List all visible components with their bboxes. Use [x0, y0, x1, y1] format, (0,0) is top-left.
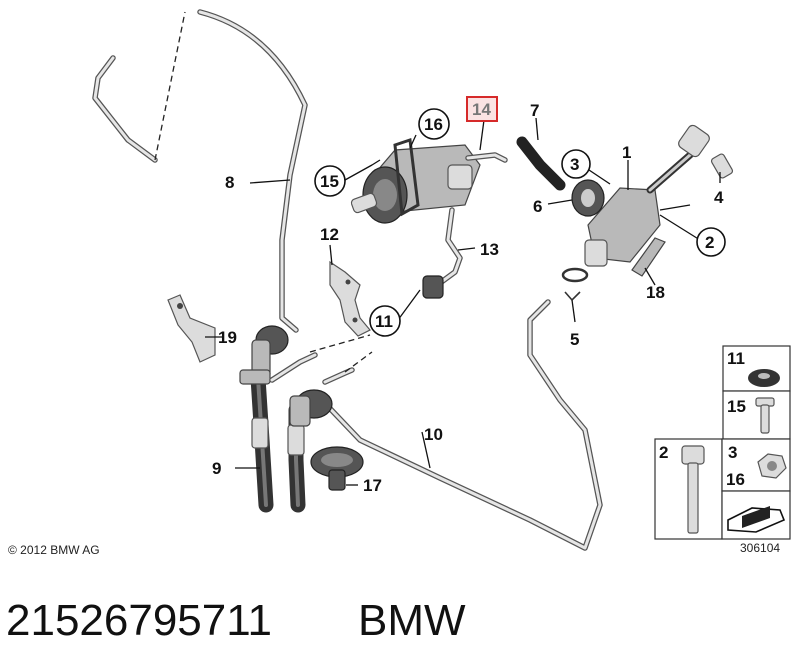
- legend-11: 11: [727, 349, 780, 387]
- svg-text:17: 17: [363, 476, 382, 495]
- svg-text:19: 19: [218, 328, 237, 347]
- pipe-8: [92, 9, 308, 333]
- svg-text:15: 15: [320, 172, 339, 191]
- brand-name: BMW: [358, 596, 466, 645]
- svg-text:6: 6: [533, 197, 542, 216]
- grommet-17: [310, 446, 364, 491]
- callout-5: 5: [570, 330, 579, 349]
- callout-19: 19: [218, 328, 237, 347]
- svg-text:16: 16: [424, 115, 443, 134]
- svg-text:8: 8: [225, 173, 234, 192]
- svg-text:11: 11: [727, 349, 745, 368]
- callout-17: 17: [363, 476, 382, 495]
- legend-3: 3: [728, 443, 787, 479]
- pin-4: [710, 153, 734, 179]
- legend-2: 2: [659, 443, 705, 534]
- callout-8: 8: [225, 173, 234, 192]
- svg-text:11: 11: [375, 312, 393, 331]
- svg-text:14: 14: [472, 100, 491, 119]
- leader-lines: [205, 117, 721, 486]
- bracket-19: [167, 294, 216, 363]
- callout-15: 15: [314, 165, 346, 197]
- legend-15: 15: [727, 397, 775, 434]
- callout-10: 10: [424, 425, 443, 444]
- diagram-id: 306104: [740, 541, 780, 555]
- ring-5: [561, 267, 589, 302]
- svg-text:3: 3: [728, 443, 737, 462]
- callout-18: 18: [646, 283, 665, 302]
- callout-13: 13: [480, 240, 499, 259]
- part-number: 21526795711: [6, 596, 272, 645]
- svg-text:3: 3: [570, 155, 579, 174]
- callout-9: 9: [212, 459, 221, 478]
- master-cylinder: [571, 124, 710, 267]
- callout-2: 2: [696, 227, 726, 257]
- pipe-10: [317, 299, 603, 551]
- svg-text:15: 15: [727, 397, 746, 416]
- callout-16: 16: [418, 108, 450, 140]
- svg-text:18: 18: [646, 283, 665, 302]
- sensor-18: [631, 237, 666, 277]
- svg-text:10: 10: [424, 425, 443, 444]
- svg-text:5: 5: [570, 330, 579, 349]
- legend-16: 16: [726, 470, 745, 489]
- slave-cylinder: [350, 137, 508, 224]
- hose-connectors: [239, 325, 373, 427]
- copyright-text: © 2012 BMW AG: [8, 543, 100, 557]
- legend-gasket-symbol: [727, 506, 786, 533]
- hose-7: [516, 136, 566, 191]
- callout-6: 6: [533, 197, 542, 216]
- svg-text:2: 2: [659, 443, 668, 462]
- svg-text:9: 9: [212, 459, 221, 478]
- svg-text:13: 13: [480, 240, 499, 259]
- callout-4: 4: [714, 188, 724, 207]
- svg-text:12: 12: [320, 225, 339, 244]
- callout-3: 3: [561, 149, 591, 179]
- callout-12: 12: [320, 225, 339, 244]
- callout-1: 1: [622, 143, 631, 162]
- svg-text:1: 1: [622, 143, 631, 162]
- callout-7: 7: [530, 101, 539, 120]
- svg-text:2: 2: [705, 233, 714, 252]
- callout-11: 11: [369, 305, 401, 337]
- svg-text:16: 16: [726, 470, 745, 489]
- svg-text:4: 4: [714, 188, 724, 207]
- bracket-12: [329, 260, 371, 337]
- svg-text:7: 7: [530, 101, 539, 120]
- callout-14: 14: [466, 96, 498, 122]
- legend-table: 11 15 2 3 16: [654, 345, 791, 540]
- hose-9: [250, 370, 306, 513]
- bushing-11-part: [422, 275, 444, 299]
- pipe-13: [437, 207, 463, 286]
